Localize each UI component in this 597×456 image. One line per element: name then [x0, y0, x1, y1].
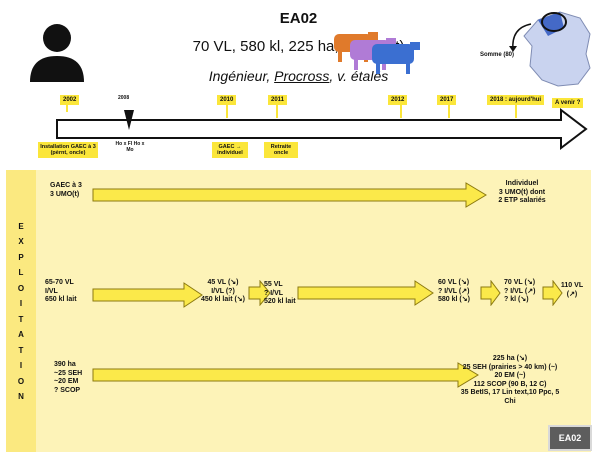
row2-step-3: 55 VL ? I/VL 520 kl lait — [264, 281, 296, 305]
side-letter: O — [17, 377, 25, 386]
row3-other-crops: 35 BetIS, 17 Lin text,10 Ppc, 5 Chi — [460, 389, 560, 405]
event-2011: Retraite oncle — [264, 142, 298, 158]
person-icon — [30, 24, 84, 82]
side-letter: T — [18, 346, 24, 355]
year-pointer — [226, 104, 228, 118]
cows-icon — [334, 32, 420, 74]
event-2010: GAEC → individuel — [212, 142, 248, 158]
row3-arrow — [92, 362, 479, 388]
year-2017: 2017 — [437, 95, 457, 105]
row2-step-4: 60 VL (↘) ? I/VL (↗) 580 kl (↘) — [438, 279, 470, 303]
year-2002: 2002 — [60, 95, 80, 105]
event-2002: Installation GAEC à 3 (pèrnt, oncle) — [38, 142, 98, 158]
year-pointer — [400, 104, 402, 118]
farmer-profile: Ingénieur, Procross, v. étalés — [208, 68, 389, 84]
row3-total-area: 225 ha (↘) — [492, 355, 528, 362]
row2-step-5: 70 VL (↘) ? I/VL (↗) ? kl (↘) — [504, 279, 536, 303]
exploitation-sidebar: E X P L O I T A T I O N — [6, 170, 36, 452]
row2-step-2: 45 VL (↘) I/VL (?) 450 kl lait (↘) — [201, 279, 245, 303]
side-letter: X — [18, 237, 24, 246]
year-pointer — [448, 104, 450, 118]
year-2012: 2012 — [388, 95, 408, 105]
row1-arrow — [92, 182, 487, 208]
case-badge: EA02 — [548, 425, 592, 451]
row3-start: 390 ha ~25 SEH ~20 EM ? SCOP — [54, 361, 83, 394]
side-letter: N — [18, 392, 24, 401]
year-2018-today: 2018 : aujourd'hui — [487, 95, 545, 105]
row2-arrow-3 — [297, 280, 434, 306]
year-pointer — [66, 104, 68, 112]
row3-scop: 112 SCOP (90 B, 12 C) — [473, 380, 547, 388]
side-letter: T — [18, 315, 24, 324]
event-2008: Ho x FI Ho x Mo — [115, 141, 145, 153]
exploitation-panel — [6, 170, 591, 452]
future-label: A venir ? — [552, 98, 584, 108]
row3-seh: 25 SEH (prairies > 40 km) (~) — [462, 363, 558, 371]
row3-end-area: 225 ha (↘) 25 SEH (prairies > 40 km) (~)… — [455, 355, 565, 406]
timeline-arrow — [56, 108, 588, 150]
side-letter: I — [19, 361, 23, 370]
side-letter: L — [18, 268, 24, 277]
row2-arrow-1 — [92, 282, 203, 308]
year-pointer — [276, 104, 278, 118]
year-2011: 2011 — [268, 95, 288, 105]
year-2008-marker — [124, 110, 134, 130]
year-pointer — [515, 104, 517, 118]
row1-end: Individuel 3 UMO(t) dont 2 ETP salariés — [498, 180, 546, 204]
map-location-label: Somme (80) — [480, 52, 515, 58]
row2-arrow-5 — [542, 280, 563, 306]
france-map-icon — [523, 11, 591, 87]
year-2008: 2008 — [118, 95, 130, 101]
page-title: EA02 — [279, 10, 318, 27]
side-letter: O — [17, 284, 25, 293]
side-letter: P — [18, 253, 24, 262]
row2-step-6: 110 VL (↗) — [560, 282, 584, 298]
map-pointer-arrow — [509, 23, 532, 52]
side-letter: I — [19, 299, 23, 308]
row2-arrow-4 — [480, 280, 501, 306]
row2-arrow-2 — [248, 280, 271, 306]
row1-start: GAEC à 3 3 UMO(t) — [50, 182, 82, 198]
row2-start: 65-70 VL I/VL 650 kl lait — [45, 279, 77, 303]
side-letter: A — [18, 330, 24, 339]
year-2010: 2010 — [217, 95, 237, 105]
side-letter: E — [18, 222, 24, 231]
row3-em: 20 EM (~) — [494, 372, 526, 379]
